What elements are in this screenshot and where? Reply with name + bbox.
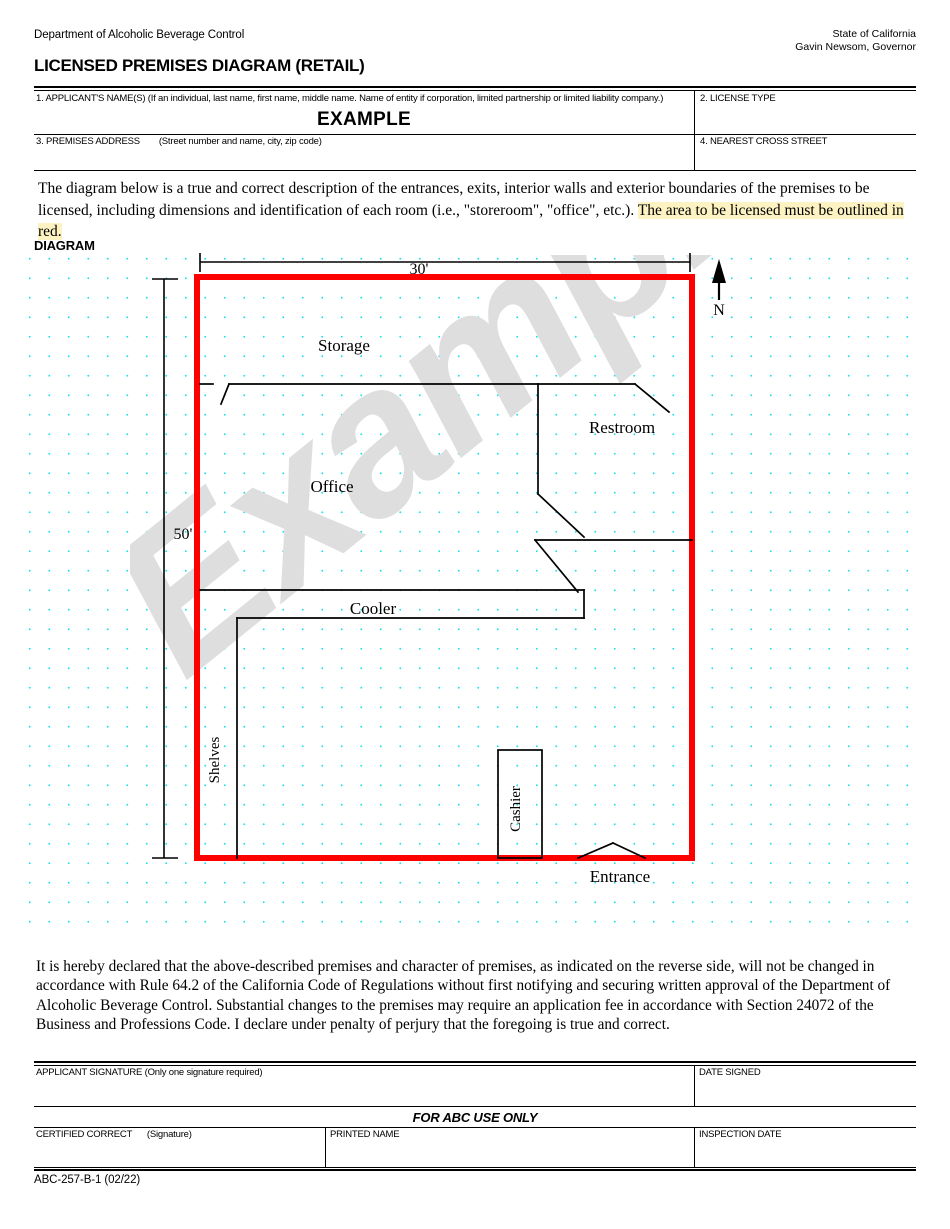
applicant-signature-input[interactable] xyxy=(38,1080,678,1102)
signature-top-rule xyxy=(34,1061,916,1063)
instruction-text: The diagram below is a true and correct … xyxy=(38,180,870,219)
applicant-name-label: 1. APPLICANT'S NAME(S) (If an individual… xyxy=(36,93,664,104)
abc-use-only-heading: FOR ABC USE ONLY xyxy=(412,1110,538,1125)
inspection-date-input[interactable] xyxy=(700,1142,910,1164)
footer-rule-1 xyxy=(34,1167,916,1168)
certified-correct-input[interactable] xyxy=(38,1142,318,1164)
field-divider-1 xyxy=(694,91,695,135)
field-table-top-rule2 xyxy=(34,90,916,91)
date-signed-input[interactable] xyxy=(700,1080,910,1102)
certified-correct-label: CERTIFIED CORRECT xyxy=(36,1129,133,1140)
applicant-signature-label: APPLICANT SIGNATURE (Only one signature … xyxy=(36,1067,263,1078)
governor-name: Gavin Newsom, Governor xyxy=(795,41,916,53)
declaration-paragraph: It is hereby declared that the above-des… xyxy=(36,958,891,1034)
applicant-name-value[interactable]: EXAMPLE xyxy=(317,109,411,130)
dot-grid-background xyxy=(18,246,926,932)
field-divider-2 xyxy=(694,135,695,171)
abc-section-rule xyxy=(34,1127,916,1128)
license-type-label: 2. LICENSE TYPE xyxy=(700,93,776,104)
state-name: State of California xyxy=(832,28,916,40)
instruction-paragraph: The diagram below is a true and correct … xyxy=(38,178,916,243)
printed-name-input[interactable] xyxy=(331,1142,671,1164)
certified-correct-row: CERTIFIED CORRECT (Signature) xyxy=(36,1129,316,1141)
premises-address-label: 3. PREMISES ADDRESS xyxy=(36,136,140,147)
abc-divider-1 xyxy=(325,1128,326,1168)
signature-top-rule2 xyxy=(34,1065,916,1066)
page-header: Department of Alcoholic Beverage Control… xyxy=(34,28,916,54)
footer-rule-2 xyxy=(34,1169,916,1171)
form-number: ABC-257-B-1 (02/22) xyxy=(34,1174,141,1186)
signature-divider xyxy=(694,1066,695,1106)
field-table-bottom-rule xyxy=(34,170,916,171)
state-block: State of California Gavin Newsom, Govern… xyxy=(795,28,916,54)
field-row-rule-1 xyxy=(34,134,916,135)
date-signed-label: DATE SIGNED xyxy=(699,1067,761,1078)
certified-correct-hint: (Signature) xyxy=(146,1129,192,1140)
field-table-top-rule xyxy=(34,86,916,88)
inspection-date-label: INSPECTION DATE xyxy=(699,1129,782,1140)
abc-section-top-rule xyxy=(34,1106,916,1107)
diagram-section-label: DIAGRAM xyxy=(34,238,95,253)
printed-name-label: PRINTED NAME xyxy=(330,1129,400,1140)
premises-address-row: 3. PREMISES ADDRESS (Street number and n… xyxy=(36,136,436,148)
department-name: Department of Alcoholic Beverage Control xyxy=(34,29,245,41)
cross-street-label: 4. NEAREST CROSS STREET xyxy=(700,136,828,147)
page-title: LICENSED PREMISES DIAGRAM (RETAIL) xyxy=(34,56,365,75)
abc-divider-2 xyxy=(694,1128,695,1168)
premises-address-hint: (Street number and name, city, zip code) xyxy=(158,136,322,147)
